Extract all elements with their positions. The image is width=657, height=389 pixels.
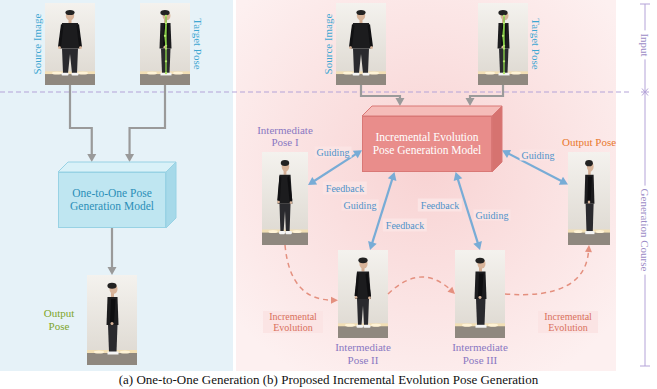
arrow-head (353, 150, 362, 158)
photo-frame: Source Image (336, 3, 386, 85)
photo-frame: Output Pose (87, 275, 137, 365)
box-label: Incremental Evolution Pose Generation Mo… (369, 131, 485, 157)
connector-line (313, 154, 356, 182)
divider-line (0, 92, 632, 93)
arrow-head (454, 172, 463, 181)
photo-target-left (140, 3, 190, 85)
arrow-head (473, 241, 482, 250)
arrow-head (585, 245, 592, 252)
course-label: Generation Course (638, 186, 652, 275)
connector-line (505, 251, 589, 295)
arrow-head (559, 177, 568, 185)
feedback-label: Feedback (323, 182, 367, 195)
connector (466, 85, 503, 106)
arrow-head (368, 241, 377, 250)
connector (368, 172, 396, 250)
edge-label: Guiding (315, 147, 352, 158)
connector (285, 245, 338, 304)
arrow-head (388, 172, 397, 181)
photo-frame: Output Pose (568, 152, 610, 245)
box-label: One-to-One Pose Generation Model (65, 187, 159, 213)
photo-label: Source Image (31, 14, 44, 75)
photo-output-left (87, 275, 137, 365)
photo-frame: Intermediate Pose I (262, 152, 308, 245)
arrow-head (87, 154, 96, 162)
connector-line (70, 85, 92, 156)
connector (502, 150, 568, 185)
arrow-head (466, 98, 475, 106)
arrow-head (108, 267, 117, 275)
photo-label: Intermediate Pose I (255, 124, 315, 149)
connector (505, 245, 592, 295)
photo-frame: Source Image (45, 3, 95, 85)
photo-label: Target Pose (530, 18, 543, 69)
right-panel (236, 0, 616, 371)
edge-label: Guiding (474, 210, 511, 221)
edge-label: Incremental Evolution (538, 311, 598, 333)
connector (125, 85, 165, 162)
photo-label: Output Pose (36, 307, 82, 332)
photo-frame: Target Pose (478, 3, 528, 85)
connector (108, 228, 117, 275)
photo-frame: Intermediate Pose III (455, 250, 505, 338)
photo-output-right (568, 152, 610, 245)
photo-intermediate-1 (262, 152, 308, 245)
figure-caption: (a) One-to-One Generation (b) Proposed I… (0, 372, 657, 388)
photo-frame: Target Pose (140, 3, 190, 85)
edge-label: Incremental Evolution (263, 311, 323, 333)
arrow-head (502, 150, 511, 158)
photo-label: Intermediate Pose III (448, 341, 512, 366)
feedback-label: Feedback (383, 219, 427, 232)
photo-frame: Intermediate Pose II (338, 250, 388, 338)
connector (70, 85, 96, 162)
connector-line (361, 85, 400, 100)
photo-label: Output Pose (562, 136, 616, 149)
arrow-head (125, 154, 134, 162)
edge-label: Guiding (520, 150, 557, 161)
arrow-head (308, 177, 317, 185)
connector-line (130, 85, 165, 156)
connector (388, 277, 455, 294)
connector (361, 85, 404, 106)
photo-intermediate-2 (338, 250, 388, 338)
arrow-head (395, 98, 404, 106)
connector-line (285, 245, 332, 300)
feedback-label: Feedback (418, 199, 462, 212)
left-panel (0, 0, 233, 371)
edge-label: Guiding (342, 200, 379, 211)
model-box: One-to-One Pose Generation Model (58, 172, 166, 228)
connector-line (470, 85, 503, 100)
photo-intermediate-3 (455, 250, 505, 338)
connector-line (111, 228, 113, 269)
photo-target-right (478, 3, 528, 85)
photo-label: Source Image (322, 14, 335, 75)
connector-line (372, 178, 393, 244)
photo-source-right (336, 3, 386, 85)
arrow-head (448, 287, 455, 294)
photo-label: Target Pose (192, 18, 205, 69)
photo-source-left (45, 3, 95, 85)
model-box: Incremental Evolution Pose Generation Mo… (362, 116, 492, 172)
connector-line (388, 277, 451, 294)
arrow-head (331, 297, 338, 304)
photo-label: Intermediate Pose II (331, 341, 395, 366)
course-label: Input (638, 30, 652, 59)
